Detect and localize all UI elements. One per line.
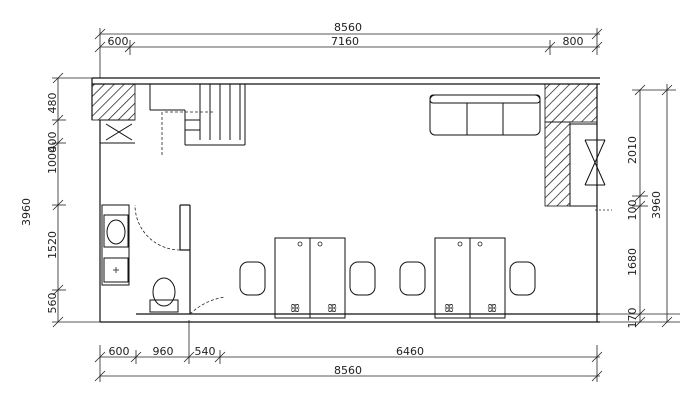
sink-basin xyxy=(106,219,126,245)
dim-top-total: 8560 xyxy=(334,21,362,34)
bottom-dimension-chain: 600 960 540 6460 8560 xyxy=(94,320,603,382)
shower-tray xyxy=(103,257,129,283)
dim-top-part-3: 800 xyxy=(563,35,584,48)
dim-bottom-part-4: 6460 xyxy=(396,345,424,358)
dim-right-part-2: 1680 xyxy=(626,248,639,276)
dim-bottom-total: 8560 xyxy=(334,364,362,377)
hatch-right-mid xyxy=(544,121,571,207)
chair-4 xyxy=(509,261,536,296)
bathroom-door-swing xyxy=(134,204,181,251)
hatched-wall-blocks xyxy=(91,83,598,207)
svg-text:ꕥ: ꕥ xyxy=(487,302,497,315)
chair-1 xyxy=(239,261,266,296)
right-dimension-chain: 3960 170 1680 100 2010 xyxy=(600,84,680,329)
dim-left-part-3: 1000 xyxy=(46,146,59,174)
desk-group-left: ꕥ ꕥ xyxy=(239,237,376,319)
chair-2 xyxy=(349,261,376,296)
toilet-tank xyxy=(149,299,179,313)
entry-door-swing xyxy=(189,296,226,315)
top-dimension-chain: 8560 600 7160 800 xyxy=(94,21,603,78)
svg-text:ꕥ: ꕥ xyxy=(327,302,337,315)
dim-right-total: 3960 xyxy=(650,191,663,219)
sofa xyxy=(429,94,541,136)
dim-right-part-4: 2010 xyxy=(626,136,639,164)
dim-left-total: 3960 xyxy=(20,198,33,226)
dim-left-part-2: 1520 xyxy=(46,231,59,259)
toilet-bowl xyxy=(152,277,176,307)
sink xyxy=(103,214,129,248)
hatch-top-right xyxy=(544,83,598,123)
desk-group-right: ꕥ ꕥ xyxy=(399,237,536,319)
staircase xyxy=(100,84,246,155)
dim-top-part-2: 7160 xyxy=(331,35,359,48)
svg-text:ꕥ: ꕥ xyxy=(444,302,454,315)
dim-left-part-1: 560 xyxy=(46,293,59,314)
dim-left-part-4: 400 xyxy=(46,132,59,153)
right-cabinet xyxy=(569,123,612,211)
hatch-top-left xyxy=(91,83,136,121)
dim-bottom-part-3: 540 xyxy=(195,345,216,358)
dim-left-part-5: 480 xyxy=(46,93,59,114)
dim-bottom-part-2: 960 xyxy=(153,345,174,358)
left-dimension-chain: 3960 560 1520 1000 400 480 xyxy=(20,72,100,328)
dim-bottom-part-1: 600 xyxy=(109,345,130,358)
walls xyxy=(91,77,600,323)
svg-text:ꕥ: ꕥ xyxy=(290,302,300,315)
dim-right-part-3: 100 xyxy=(626,200,639,221)
chair-3 xyxy=(399,261,426,296)
dim-right-part-1: 170 xyxy=(626,308,639,329)
dim-top-part-1: 600 xyxy=(108,35,129,48)
vanity-counter xyxy=(101,204,130,286)
bathroom xyxy=(101,204,226,315)
